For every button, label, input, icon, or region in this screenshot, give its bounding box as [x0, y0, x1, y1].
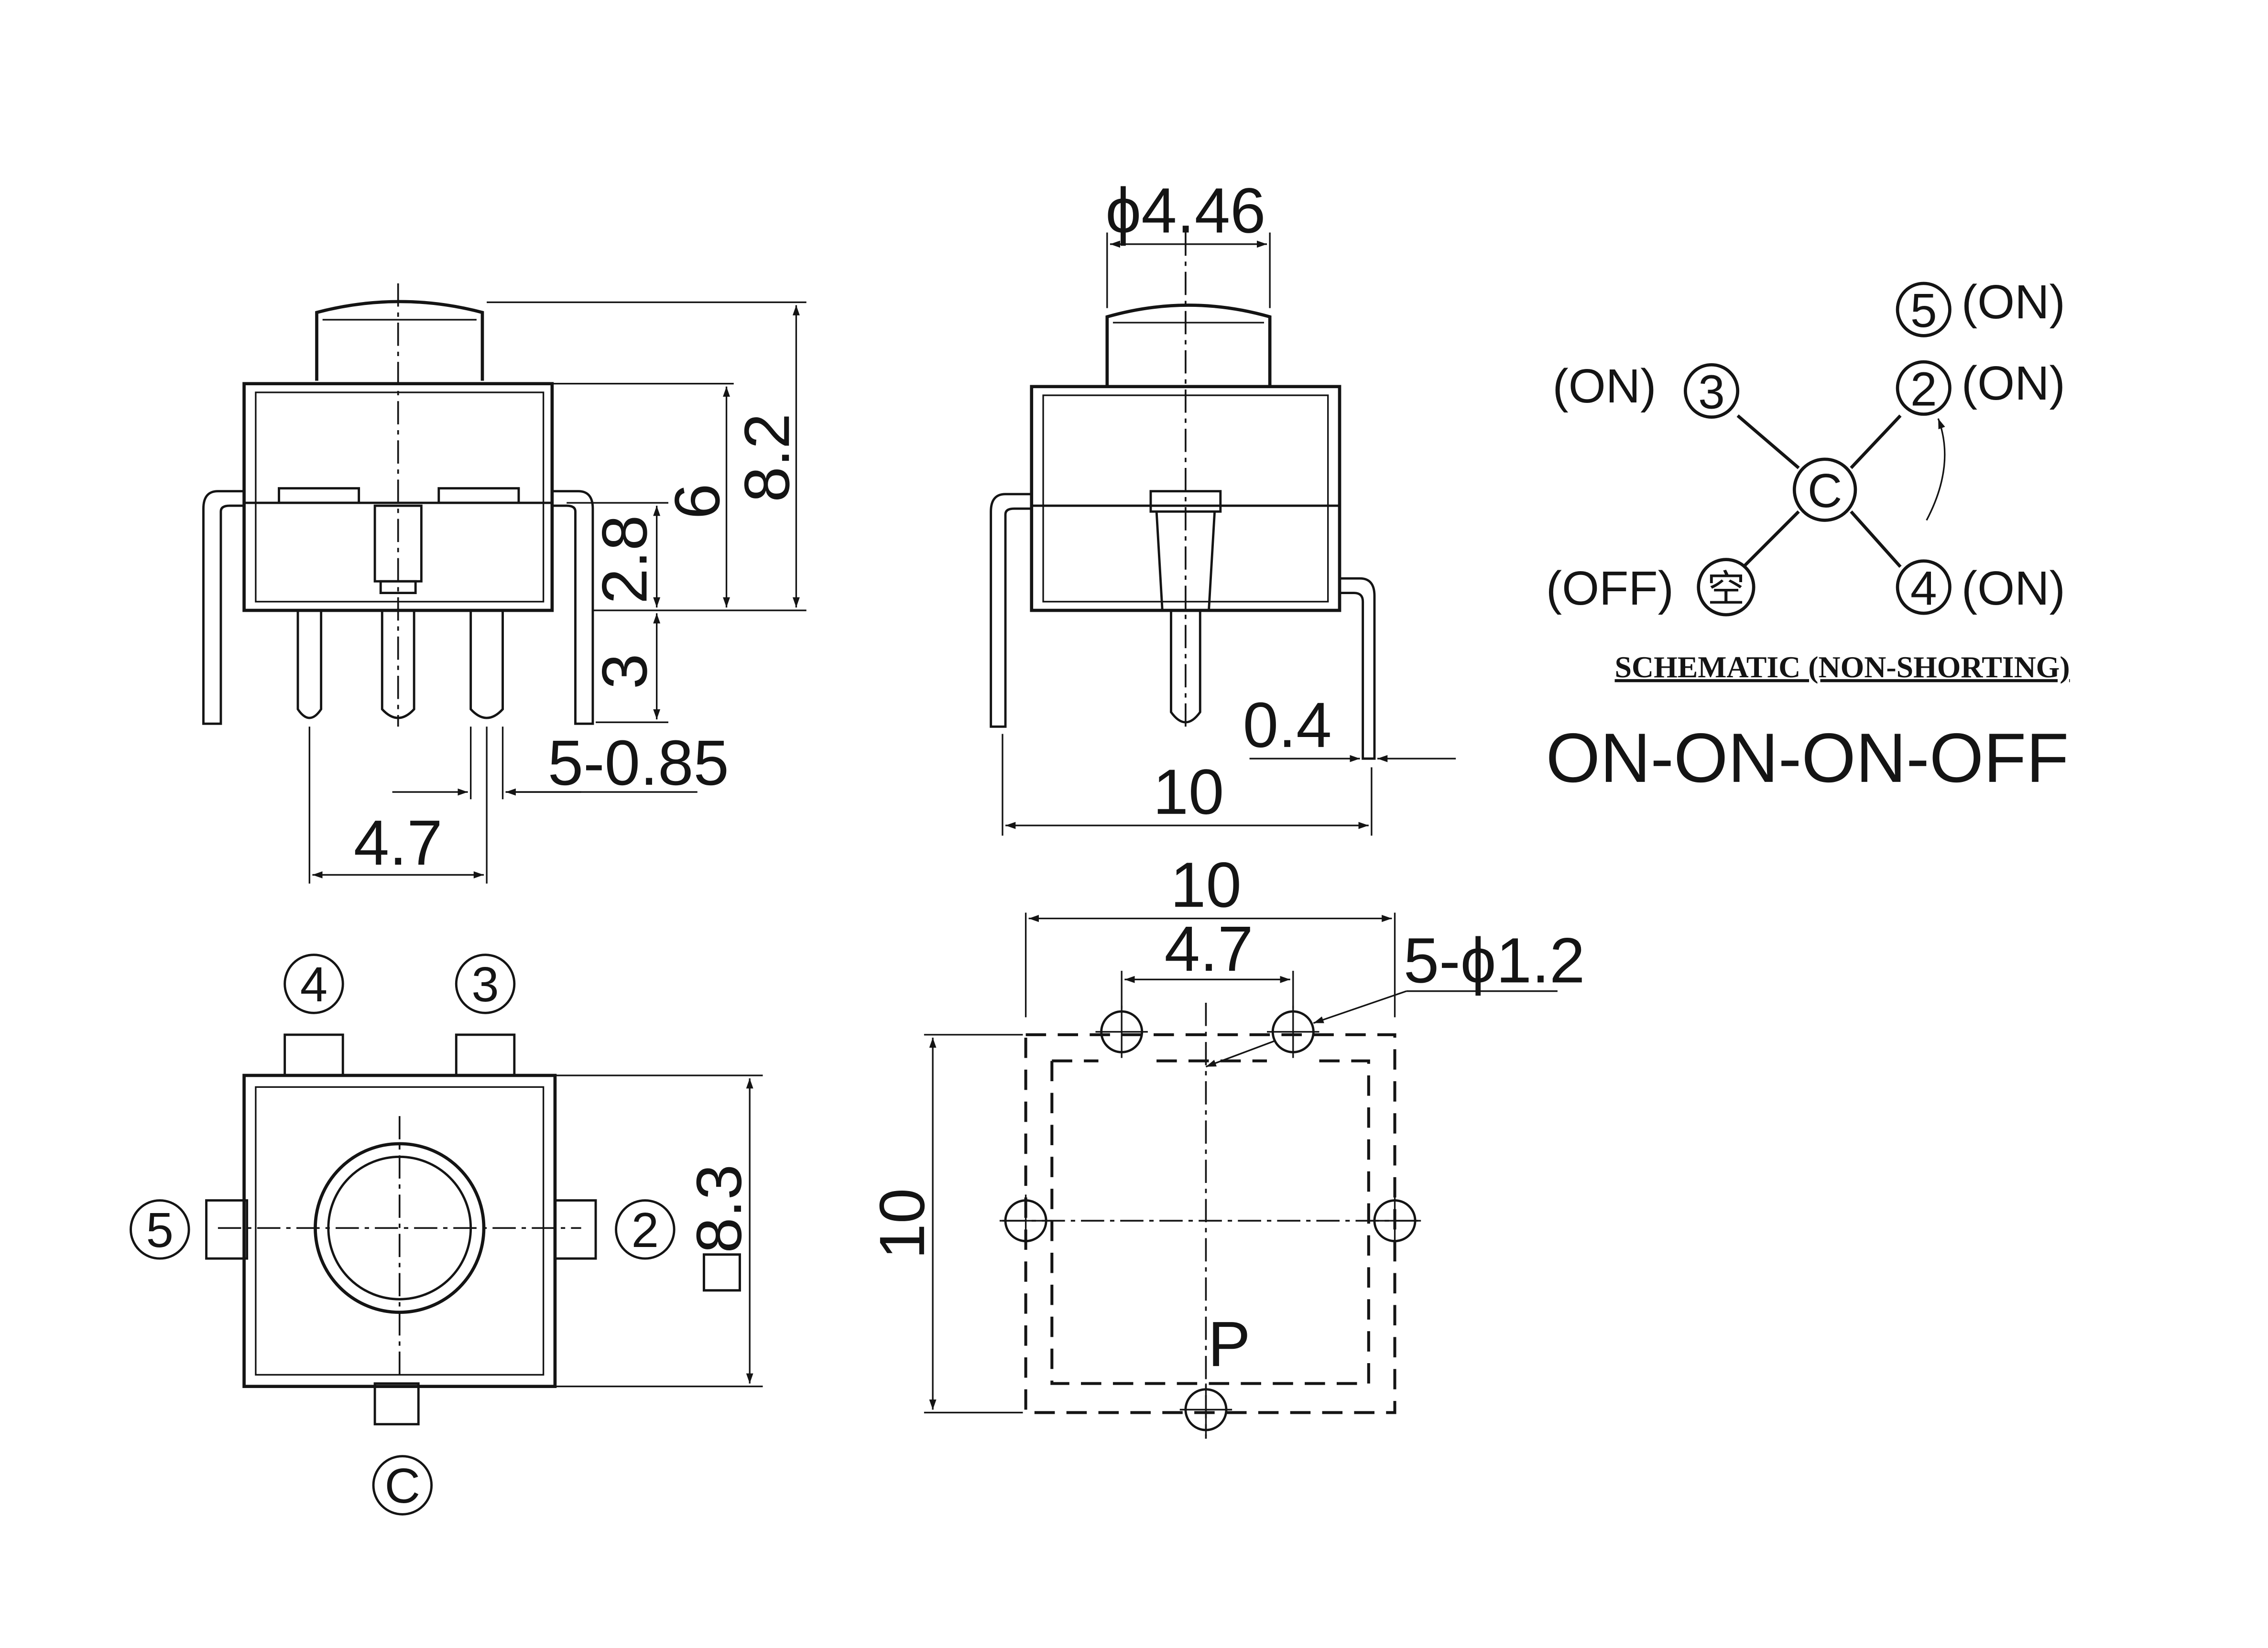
top-view: 4 3 5 2 C □8.3: [130, 954, 763, 1516]
pin-label-5: 5: [146, 1202, 174, 1258]
label-4: (ON): [1962, 562, 2065, 615]
dim-pcb-height: 10: [867, 1188, 938, 1259]
dim-pcb-pitch: 4.7: [1165, 913, 1254, 985]
terminal-3-circle: [1683, 363, 1740, 419]
terminal-5-circle: [1896, 282, 1952, 337]
terminal-common-circle: [1792, 457, 1857, 522]
dim-width: 10: [1153, 757, 1224, 828]
dim-pin-length: 3: [589, 654, 660, 689]
terminal-4-circle: [1896, 559, 1952, 615]
dim-pin-pitch: 4.7: [354, 807, 443, 878]
dim-upper-height: 2.8: [589, 515, 660, 604]
label-2: (ON): [1962, 357, 2065, 410]
terminal-2: 2: [1910, 362, 1937, 416]
pcb-label-p: P: [1208, 1309, 1250, 1380]
pin-label-4: 4: [300, 956, 327, 1012]
schematic-caption: SCHEMATIC (NON-SHORTING): [1615, 650, 2070, 684]
dim-actuator-diameter: ϕ4.46: [1105, 175, 1265, 246]
dim-total-height: 8.2: [731, 413, 803, 502]
dim-pcb-width: 10: [1170, 849, 1242, 921]
side-view-right: ϕ4.46 0.4 10: [990, 175, 1456, 836]
pcb-hole-top-right: [1267, 1006, 1319, 1058]
pcb-hole-left: [999, 1194, 1052, 1247]
dim-pin-width: 5-0.85: [548, 727, 729, 799]
terminal-off: 空: [1707, 567, 1745, 611]
dim-pcb-holes: 5-ϕ1.2: [1404, 925, 1585, 996]
terminal-4: 4: [1910, 562, 1937, 615]
pin-label-3: 3: [471, 956, 499, 1012]
dim-body-height: 6: [662, 484, 733, 519]
pcb-hole-bottom: [1179, 1383, 1232, 1436]
pin-label-c: C: [385, 1458, 421, 1513]
terminal-3: 3: [1698, 365, 1725, 419]
dim-square: □8.3: [684, 1164, 755, 1292]
pcb-hole-right: [1368, 1194, 1421, 1247]
switch-mode: ON-ON-ON-OFF: [1546, 719, 2069, 797]
terminal-off-circle: [1697, 558, 1756, 617]
pcb-layout: 10 4.7 5-ϕ1.2 10 P: [867, 849, 1585, 1439]
pcb-hole-top-left: [1095, 1006, 1148, 1058]
terminal-2-circle: [1896, 360, 1952, 416]
terminal-5: 5: [1910, 284, 1937, 337]
dim-lead-thickness: 0.4: [1243, 690, 1332, 761]
side-view-left: 8.2 6 2.8 3 5-0.85 4.7: [202, 283, 807, 884]
label-5: (ON): [1962, 275, 2065, 329]
pin-label-2: 2: [632, 1202, 659, 1258]
label-3: (ON): [1552, 359, 1656, 413]
terminal-common: C: [1808, 464, 1842, 518]
label-off: (OFF): [1546, 562, 1674, 615]
schematic: C 5 (ON) 2 (ON) 3 (ON) 4 (ON) 空 (OFF) SC…: [1546, 275, 2070, 797]
